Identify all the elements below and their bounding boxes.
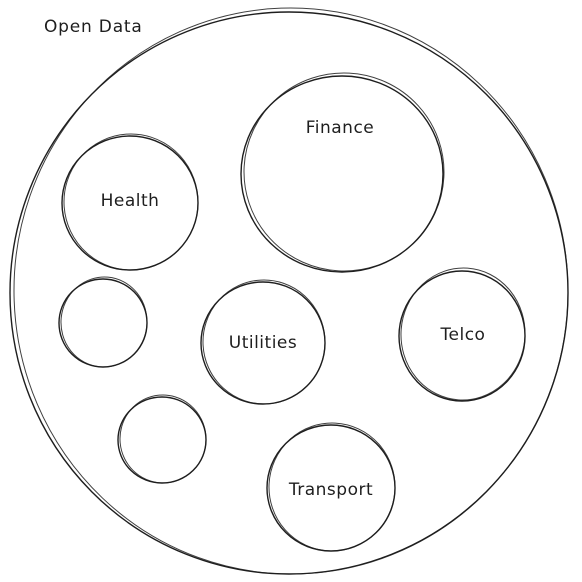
node-blank-2: [117, 394, 207, 484]
node-telco: Telco: [398, 267, 526, 402]
diagram-title: Open Data: [44, 17, 143, 37]
open-data-container: [9, 7, 569, 575]
node-label-utilities: Utilities: [229, 333, 297, 353]
node-transport: Transport: [266, 422, 396, 552]
node-label-telco: Telco: [440, 325, 486, 345]
node-utilities: Utilities: [200, 279, 326, 405]
node-label-finance: Finance: [306, 118, 375, 138]
node-blank-1: [58, 276, 148, 368]
node-health: Health: [61, 133, 199, 271]
node-finance: Finance: [240, 72, 445, 273]
node-label-health: Health: [101, 191, 160, 211]
node-label-transport: Transport: [288, 480, 373, 500]
